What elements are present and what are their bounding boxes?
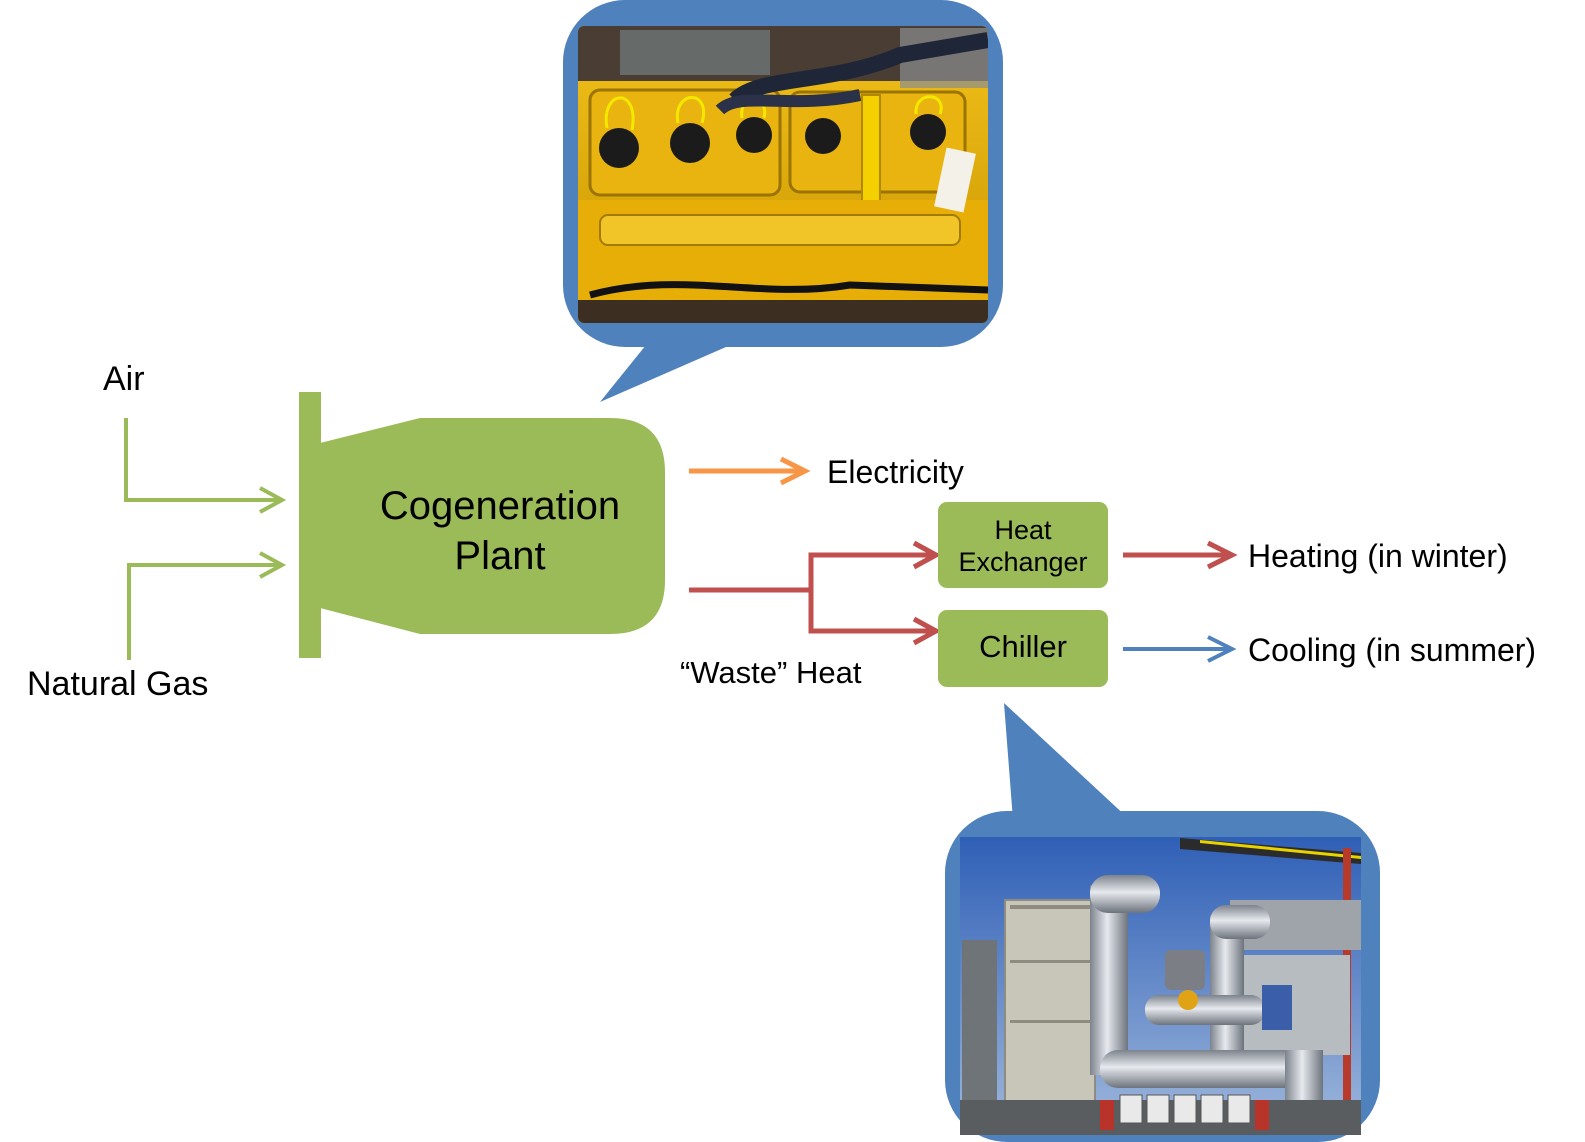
waste-heat-label: “Waste” Heat	[680, 655, 862, 690]
engine-callout	[563, 0, 1003, 402]
heat-exchanger-box	[938, 502, 1108, 588]
chiller-callout	[945, 703, 1380, 1142]
cogeneration-plant	[299, 392, 665, 658]
air-label: Air	[103, 360, 145, 398]
chiller-box	[938, 610, 1108, 687]
engine-callout-tail	[600, 340, 742, 402]
cooling-arrow	[1123, 635, 1237, 663]
chiller-photo	[960, 837, 1361, 1135]
heating-arrow	[1123, 540, 1238, 570]
engine-photo	[578, 26, 988, 323]
plant-flange	[299, 392, 321, 658]
chiller-label: Chiller	[979, 629, 1067, 664]
air-arrow	[124, 418, 287, 514]
plant-body	[320, 418, 665, 634]
electricity-arrow	[689, 456, 811, 486]
natural-gas-arrow	[127, 551, 287, 660]
heating-label: Heating (in winter)	[1248, 538, 1508, 574]
plant-label: Cogeneration Plant	[340, 481, 660, 581]
cooling-label: Cooling (in summer)	[1248, 632, 1537, 668]
natural-gas-label: Natural Gas	[27, 665, 209, 703]
plant-label-line1: Cogeneration	[379, 484, 621, 528]
heat-exchanger-label-line2: Exchanger	[958, 547, 1088, 577]
waste-heat-arrows	[689, 540, 942, 646]
heat-exchanger-label-line1: Heat	[994, 515, 1052, 545]
plant-label-line2: Plant	[454, 534, 546, 578]
heat-exchanger-label: Heat Exchanger	[938, 514, 1108, 578]
chiller-callout-tail	[1004, 703, 1130, 820]
electricity-label: Electricity	[827, 454, 964, 490]
